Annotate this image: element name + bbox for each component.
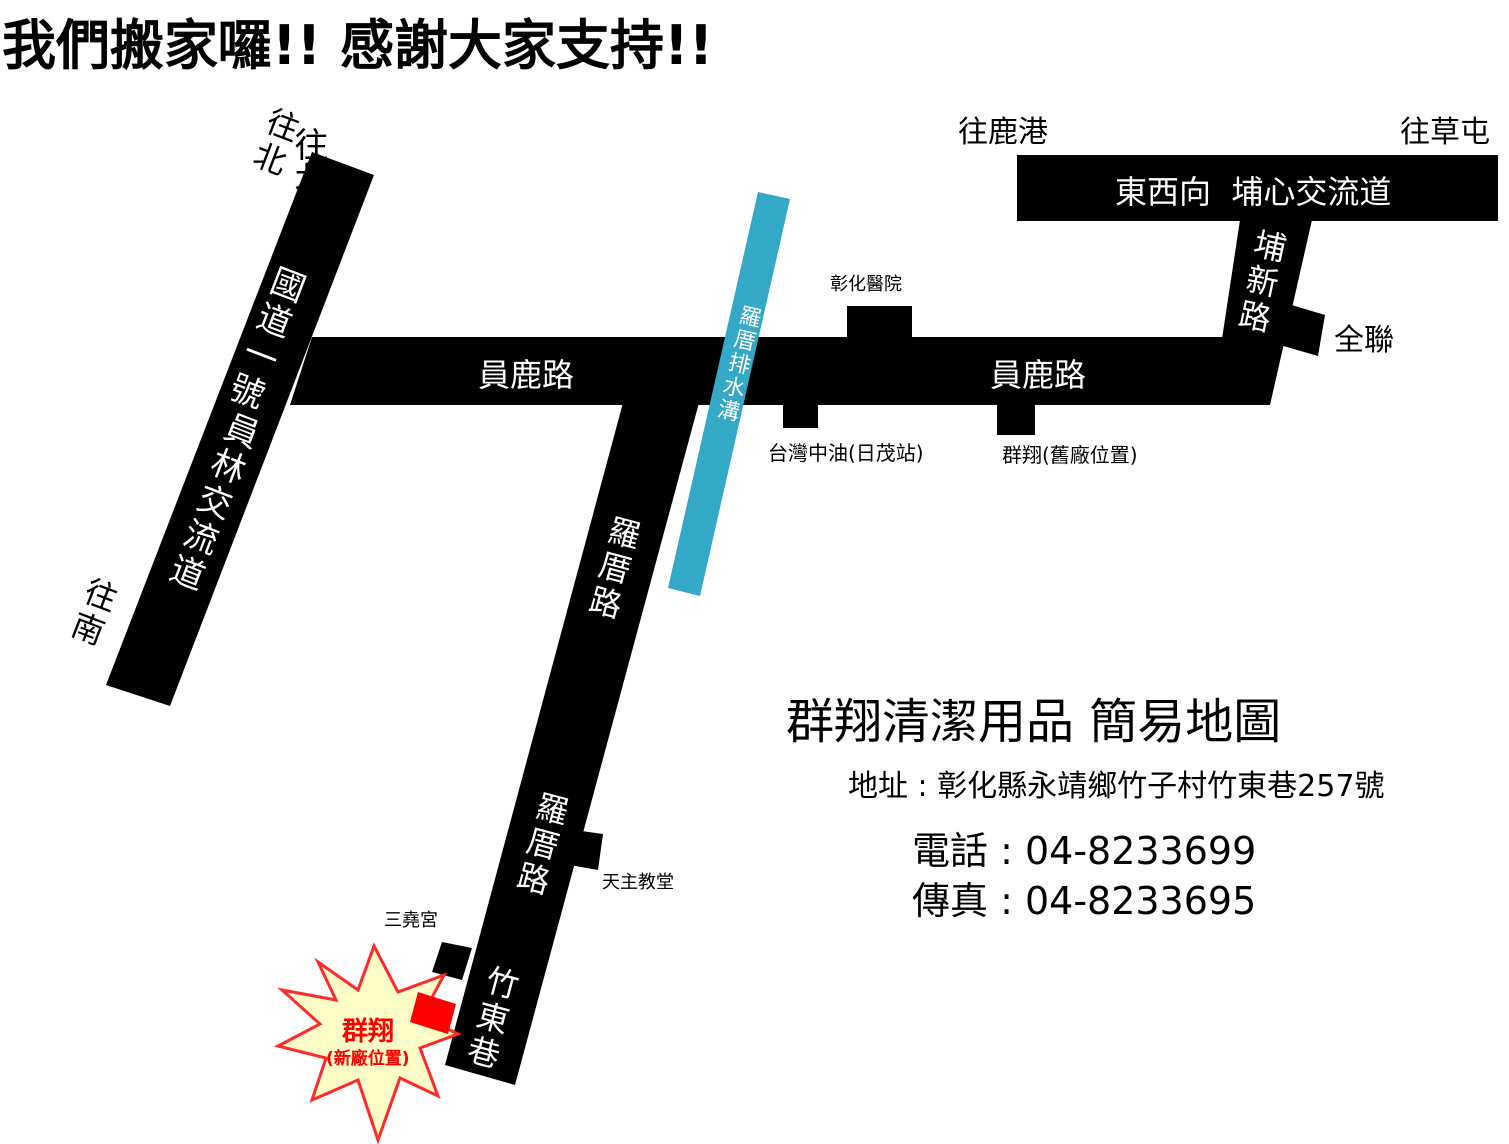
gas-station-stub	[783, 400, 818, 428]
temple-label: 三堯宮	[384, 910, 438, 931]
to-lugang-label: 往鹿港	[958, 115, 1048, 150]
yuanlu-road-label-left: 員鹿路	[478, 356, 574, 394]
canal-label: 羅厝排水溝	[715, 303, 764, 426]
info-fax: 傳真 : 04-8233695	[912, 879, 1256, 923]
canal	[668, 192, 790, 596]
luocuo-road	[445, 399, 700, 1085]
gas-station-label: 台灣中油(日茂站)	[768, 441, 924, 465]
highway-road	[106, 152, 374, 706]
puxin-road-label: 埔新路	[1235, 225, 1289, 339]
hospital-stub	[847, 306, 912, 340]
info-title: 群翔清潔用品 簡易地圖	[786, 694, 1281, 750]
yuanlu-road	[290, 337, 1270, 405]
info-phone: 電話 : 04-8233699	[912, 829, 1256, 873]
temple-stub	[432, 942, 472, 980]
church-stub	[553, 828, 603, 870]
old-factory-label: 群翔(舊廠位置)	[1002, 443, 1138, 467]
quanlian-stub	[1280, 303, 1325, 356]
puxin-road	[1212, 220, 1312, 405]
new-factory-label-line1: 群翔	[341, 1017, 394, 1047]
svg-text:埔新路: 埔新路	[1235, 225, 1289, 339]
to-caotun-label: 往草屯	[1400, 115, 1490, 150]
info-address: 地址 : 彰化縣永靖鄉竹子村竹東巷257號	[848, 769, 1384, 804]
yuanlu-road-label-right: 員鹿路	[990, 356, 1086, 394]
svg-text:羅厝排水溝: 羅厝排水溝	[715, 303, 764, 426]
svg-text:往南: 往南	[66, 572, 122, 653]
church-label: 天主教堂	[602, 872, 674, 893]
old-factory-stub	[997, 400, 1035, 435]
quanlian-label: 全聯	[1334, 323, 1394, 358]
south-label-group: 往南	[66, 572, 122, 653]
new-factory-marker	[410, 992, 456, 1034]
hospital-label: 彰化醫院	[830, 274, 902, 295]
east-west-label: 東西向 埔心交流道	[1115, 173, 1391, 211]
east-west-expressway	[1017, 155, 1498, 221]
new-factory-label-line2: (新廠位置)	[326, 1048, 410, 1069]
page-title: 我們搬家囉!! 感謝大家支持!!	[2, 14, 713, 77]
